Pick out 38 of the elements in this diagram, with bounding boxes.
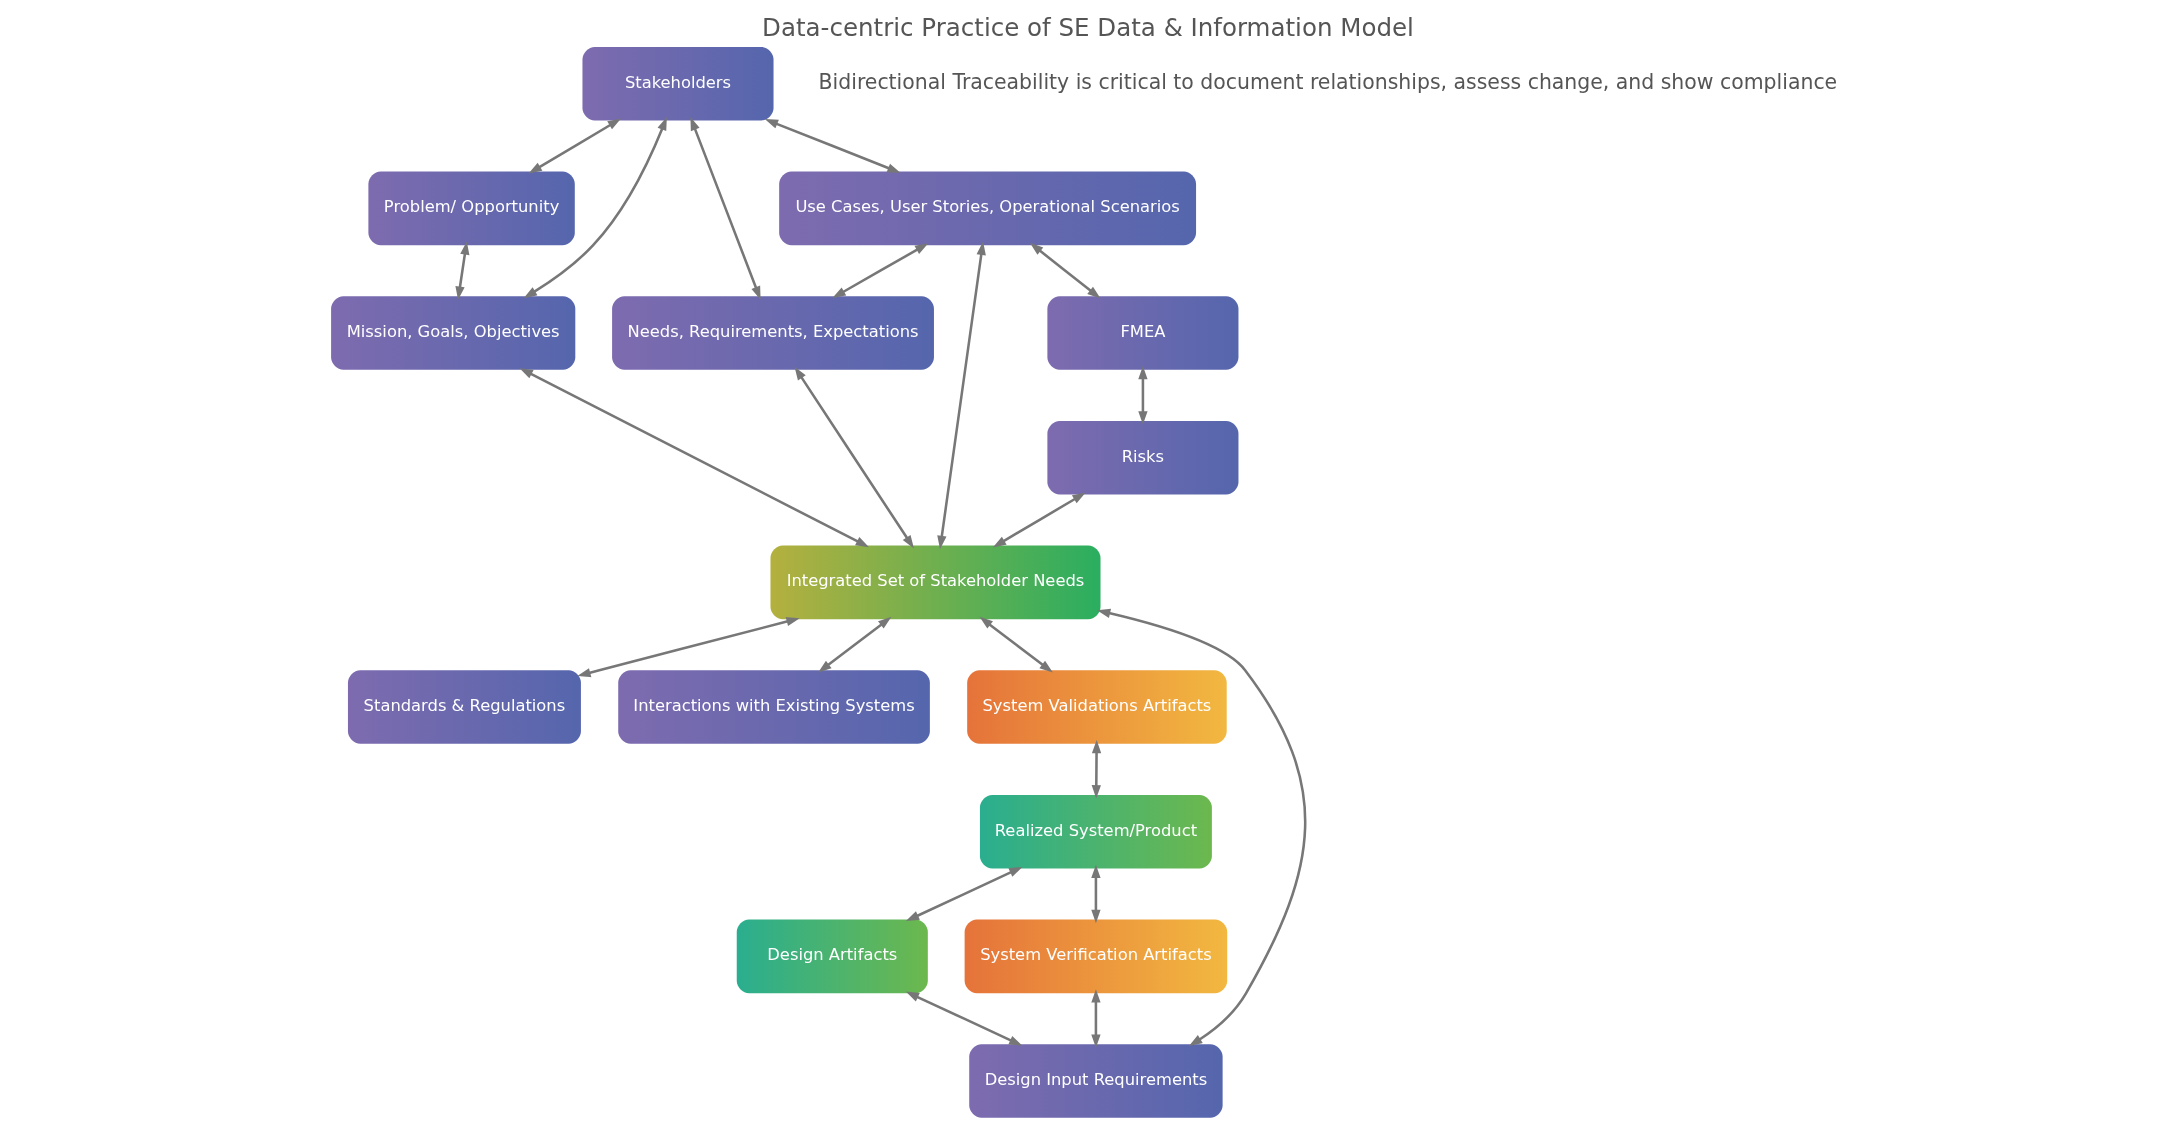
node-box: Design Input Requirements bbox=[969, 1044, 1223, 1118]
arrow bbox=[905, 866, 1023, 922]
arrow bbox=[764, 119, 901, 173]
arrow bbox=[832, 243, 929, 299]
arrow bbox=[979, 616, 1053, 673]
node-box: Interactions with Existing Systems bbox=[618, 670, 930, 744]
arrow bbox=[690, 117, 761, 300]
arrow bbox=[818, 616, 892, 673]
arrow bbox=[937, 241, 986, 550]
arrow bbox=[1138, 366, 1148, 425]
node-box: Stakeholders bbox=[582, 46, 774, 121]
label: Bidirectional Traceability is critical to document relationships, assess change, and show compliance bbox=[818, 69, 1838, 94]
node-box: Standards & Regulations bbox=[347, 670, 581, 744]
diagram-title: Data-centric Practice of SE Data & Information Model bbox=[762, 12, 1414, 42]
node-box: Integrated Set of Stakeholder Needs bbox=[770, 545, 1101, 620]
arrow bbox=[528, 118, 622, 174]
node-box: System Validations Artifacts bbox=[967, 670, 1227, 744]
arrow bbox=[1029, 242, 1101, 299]
node-box: Risks bbox=[1047, 420, 1239, 495]
arrow bbox=[1091, 864, 1101, 924]
node-box: Realized System/Product bbox=[979, 794, 1212, 869]
arrow bbox=[455, 241, 470, 300]
node-box: FMEA bbox=[1047, 296, 1239, 370]
arrow bbox=[1091, 989, 1101, 1048]
arrow bbox=[794, 366, 914, 549]
arrow bbox=[992, 492, 1086, 548]
arrow bbox=[1091, 740, 1102, 799]
node-box: Needs, Requirements, Expectations bbox=[612, 296, 934, 370]
node-box: Problem/ Opportunity bbox=[368, 171, 575, 246]
arrow bbox=[905, 991, 1023, 1046]
node-box: Use Cases, User Stories, Operational Scenarios bbox=[779, 171, 1197, 246]
node-box: System Verification Artifacts bbox=[964, 919, 1228, 994]
node-box: Mission, Goals, Objectives bbox=[331, 296, 576, 370]
arrow bbox=[577, 617, 800, 678]
arrow bbox=[519, 368, 870, 548]
node-box: Design Artifacts bbox=[736, 919, 928, 994]
arrow bbox=[1097, 608, 1307, 1047]
arrow bbox=[523, 117, 667, 299]
